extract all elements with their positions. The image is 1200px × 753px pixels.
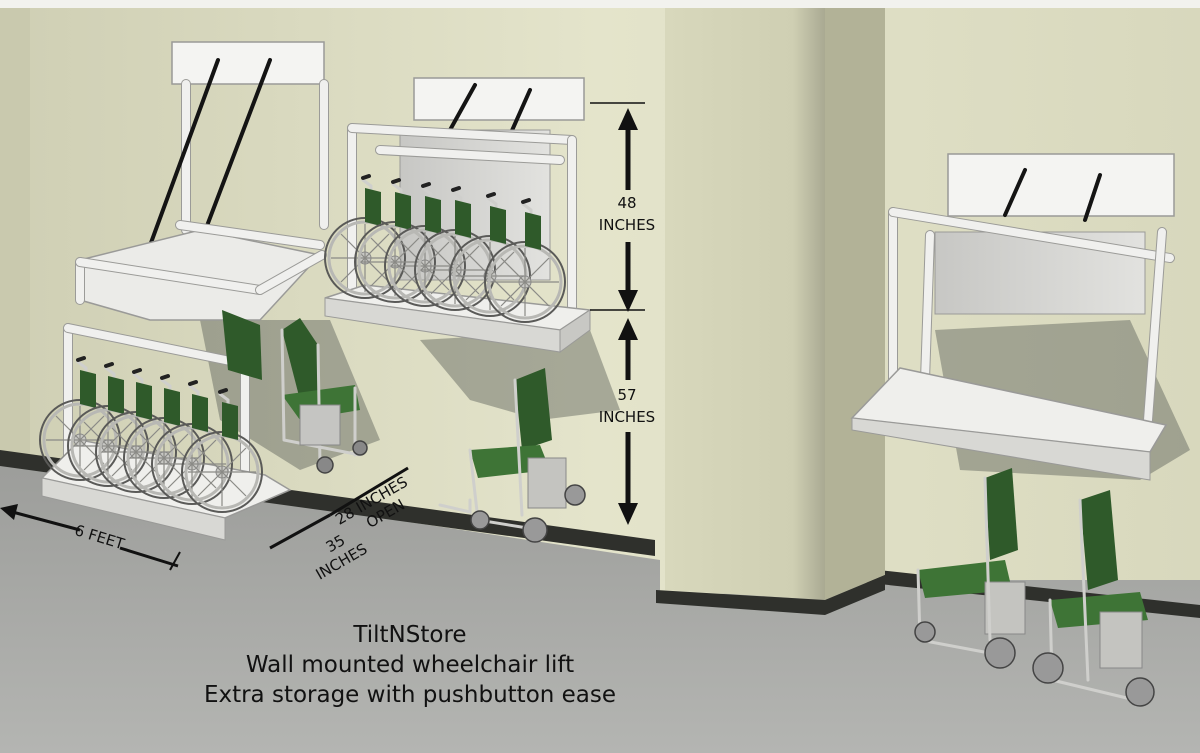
middle-unit-shadow [420, 330, 620, 420]
caption-tagline: Extra storage with pushbutton ease [204, 682, 616, 708]
right-lift-unit [850, 153, 1190, 481]
height-lower-value: 57 [617, 386, 636, 404]
column-side [825, 8, 885, 600]
height-lower-unit: INCHES [599, 408, 655, 426]
height-dimension-marker: 48 INCHES 57 INCHES [590, 102, 655, 525]
height-upper-unit: INCHES [599, 216, 655, 234]
column-baseboard [656, 575, 885, 615]
wheelchairs-under-right [914, 468, 1155, 707]
caption-subtitle: Wall mounted wheelchair lift [246, 652, 574, 678]
wheelchair-under-middle [438, 368, 586, 543]
structural-column [665, 8, 825, 600]
caption-block: TiltNStore Wall mounted wheelchair lift … [204, 622, 616, 708]
right-wall-bracket [947, 153, 1175, 217]
left-wall-shading [0, 0, 30, 490]
floor [0, 460, 1200, 753]
wheelchair-loading-left [222, 310, 368, 474]
ceiling-strip [0, 0, 1200, 8]
height-upper-value: 48 [617, 194, 636, 212]
middle-wall-bracket [413, 77, 585, 121]
caption-title: TiltNStore [352, 622, 466, 648]
left-wall-bracket [171, 41, 325, 85]
